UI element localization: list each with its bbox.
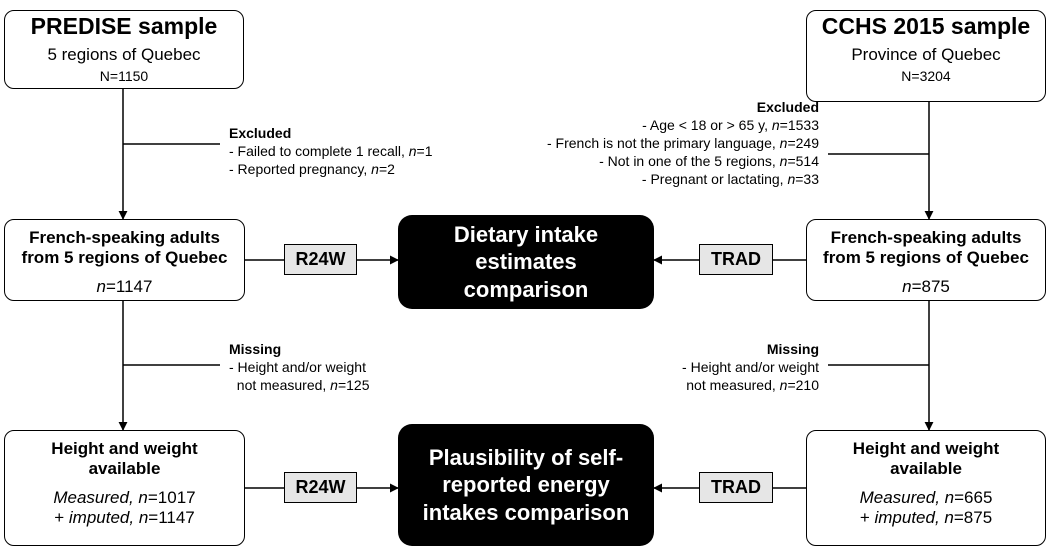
right-bottom-tag-trad: TRAD <box>699 472 773 503</box>
predise-sample-title: PREDISE sample <box>30 13 218 39</box>
right-excluded-note: Excluded - Age < 18 or > 65 y, n=1533 - … <box>547 98 819 188</box>
left-height-weight-box: Height and weight available Measured, n=… <box>4 430 245 546</box>
right-missing-heading: Missing <box>766 341 819 357</box>
left-height-weight-values: Measured, n=1017 + imputed, n=1147 <box>53 487 196 528</box>
plausibility-comparison-box: Plausibility of self- reported energy in… <box>398 424 654 546</box>
right-missing-line: - Height and/or weight <box>682 359 819 375</box>
right-missing-note: Missing - Height and/or weight not measu… <box>682 340 819 394</box>
left-height-weight-title: Height and weight available <box>51 439 198 479</box>
cchs-sample-subtitle: Province of Quebec <box>851 44 1001 64</box>
right-height-weight-values: Measured, n=665 + imputed, n=875 <box>859 487 993 528</box>
left-french-adults-title: French-speaking adults from 5 regions of… <box>21 228 228 268</box>
right-excluded-item: - Age < 18 or > 65 y, n=1533 <box>642 117 819 133</box>
left-excluded-heading: Excluded <box>229 125 292 141</box>
left-missing-heading: Missing <box>229 341 282 357</box>
predise-sample-subtitle: 5 regions of Quebec <box>47 44 201 64</box>
right-height-weight-box: Height and weight available Measured, n=… <box>806 430 1046 546</box>
predise-sample-box: PREDISE sample 5 regions of Quebec N=115… <box>4 10 244 89</box>
left-missing-note: Missing - Height and/or weight not measu… <box>229 340 370 394</box>
right-french-adults-title: French-speaking adults from 5 regions of… <box>823 228 1029 268</box>
left-missing-line: - Height and/or weight <box>229 359 366 375</box>
left-excluded-item: - Reported pregnancy, n=2 <box>229 161 395 177</box>
left-bottom-tag-r24w: R24W <box>284 472 357 503</box>
right-excluded-heading: Excluded <box>756 99 819 115</box>
dietary-intake-comparison-box: Dietary intake estimates comparison <box>398 215 654 309</box>
left-excluded-item: - Failed to complete 1 recall, n=1 <box>229 143 433 159</box>
right-french-adults-n: n=875 <box>902 276 950 296</box>
right-excluded-item: - Pregnant or lactating, n=33 <box>641 171 819 187</box>
left-missing-line: not measured, n=125 <box>236 377 370 393</box>
left-french-adults-box: French-speaking adults from 5 regions of… <box>4 219 245 301</box>
cchs-sample-n: N=3204 <box>901 67 951 84</box>
cchs-sample-title: CCHS 2015 sample <box>821 13 1031 39</box>
right-mid-tag-trad: TRAD <box>699 244 773 275</box>
right-french-adults-box: French-speaking adults from 5 regions of… <box>806 219 1046 301</box>
right-height-weight-title: Height and weight available <box>852 439 1000 479</box>
cchs-sample-box: CCHS 2015 sample Province of Quebec N=32… <box>806 10 1046 102</box>
right-excluded-item: - French is not the primary language, n=… <box>546 135 819 151</box>
left-excluded-note: Excluded - Failed to complete 1 recall, … <box>229 124 433 178</box>
right-excluded-item: - Not in one of the 5 regions, n=514 <box>599 153 819 169</box>
left-french-adults-n: n=1147 <box>96 276 153 296</box>
left-mid-tag-r24w: R24W <box>284 244 357 275</box>
right-missing-line: not measured, n=210 <box>686 377 819 393</box>
predise-sample-n: N=1150 <box>99 67 149 84</box>
